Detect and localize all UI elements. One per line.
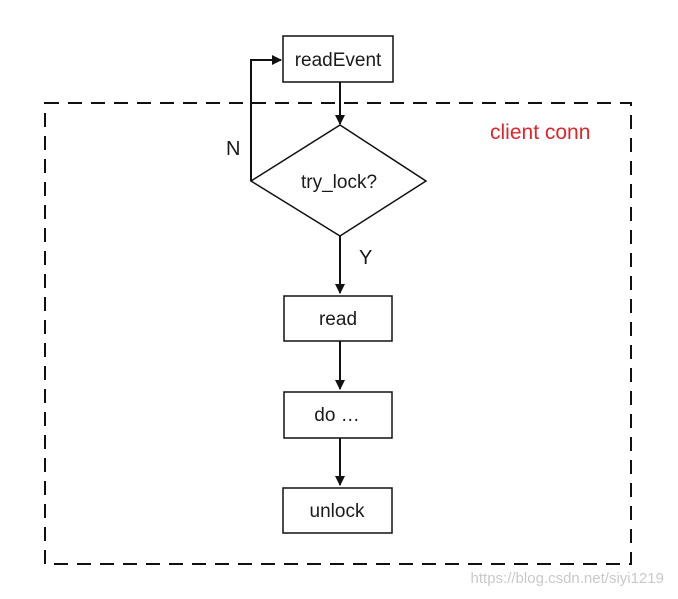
edge-yes-label: Y <box>359 247 372 269</box>
try-lock-decision-node: try_lock? <box>249 124 428 237</box>
do-node: do … <box>283 391 393 439</box>
edge-no-label: N <box>226 138 240 160</box>
read-event-label: readEvent <box>295 50 382 71</box>
watermark-text: https://blog.csdn.net/siyi1219 <box>471 570 664 587</box>
read-label: read <box>319 309 357 330</box>
try-lock-label: try_lock? <box>301 172 377 193</box>
read-node: read <box>283 295 393 342</box>
unlock-label: unlock <box>310 501 365 522</box>
edge-no-loop-back <box>250 55 282 181</box>
client-conn-region-label: client conn <box>490 121 590 144</box>
read-event-node: readEvent <box>282 35 394 83</box>
do-label: do … <box>314 405 359 426</box>
client-conn-region <box>44 102 632 565</box>
unlock-node: unlock <box>282 487 393 534</box>
